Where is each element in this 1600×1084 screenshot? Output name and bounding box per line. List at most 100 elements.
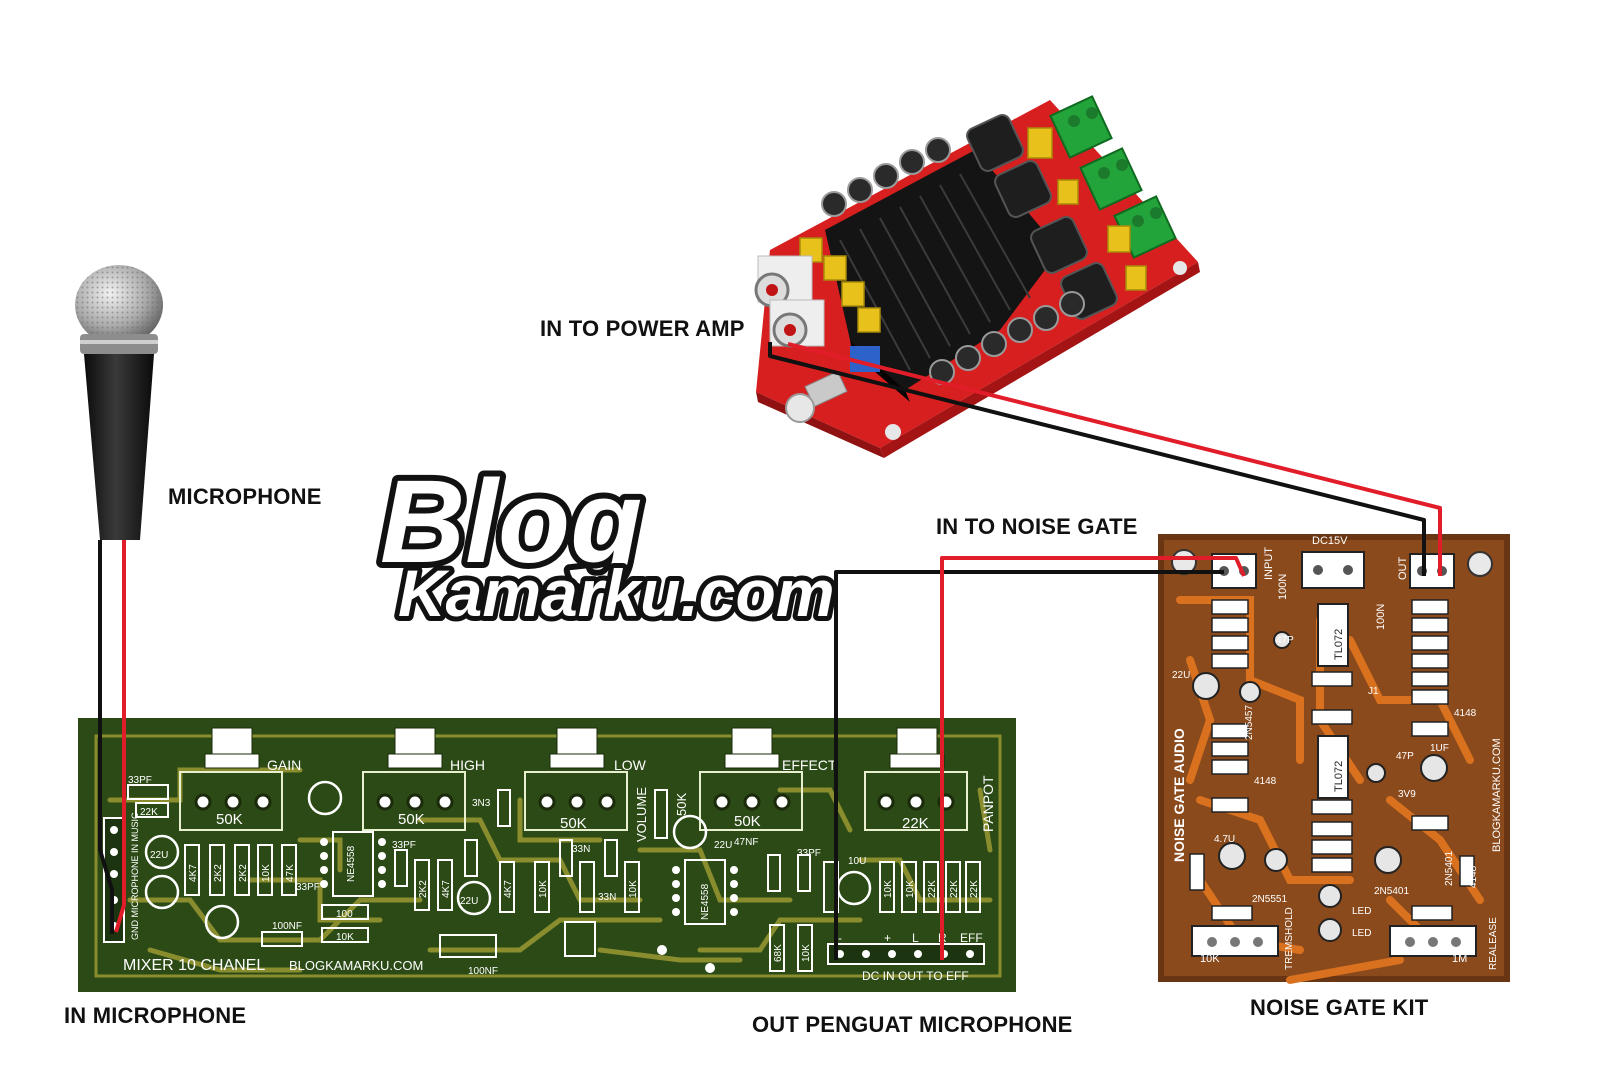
wire-amp-black <box>768 342 1426 576</box>
part-label: 1UF <box>1430 743 1449 754</box>
part-label: 33PF <box>128 775 152 786</box>
microphone <box>75 265 163 540</box>
microphone-label: MICROPHONE <box>168 484 322 509</box>
knob-high-label: HIGH <box>450 757 485 773</box>
part-label: 10K <box>883 880 894 898</box>
part-label: LED <box>1352 906 1371 917</box>
part-label: 10K <box>336 932 354 943</box>
part-label: 47P <box>1396 751 1414 762</box>
part-label: 68K <box>1416 603 1434 614</box>
part-label: 100 <box>336 909 353 920</box>
in-microphone-label: IN MICROPHONE <box>64 1003 247 1028</box>
part-label: 10K <box>905 880 916 898</box>
part-label: 4148 <box>1468 865 1479 888</box>
part-label: 1M <box>1422 819 1436 830</box>
out-pin-plus: + <box>884 931 891 945</box>
part-label: 47K <box>285 864 296 882</box>
part-label: 4K7 <box>1318 843 1336 854</box>
part-label: 47 <box>1226 909 1238 920</box>
power-amp-board <box>754 95 1200 458</box>
part-label: LED <box>1352 928 1371 939</box>
mixer-site: BLOGKAMARKU.COM <box>289 958 423 973</box>
part-label: 3N3 <box>472 798 491 809</box>
part-label: 1K <box>1222 639 1235 650</box>
knob-panpot-value: 22K <box>902 815 929 832</box>
part-label: 4K7 <box>503 880 514 898</box>
ng-ic1: TL072 <box>1333 629 1345 660</box>
part-label: 2K2 <box>418 880 429 898</box>
ng-input: INPUT <box>1263 547 1275 580</box>
part-label: 10K <box>261 864 272 882</box>
part-label: 1K <box>1322 714 1335 725</box>
in-power-amp-label: IN TO POWER AMP <box>540 316 745 341</box>
volume-value: 50K <box>674 793 689 816</box>
mixer-pcb: GAIN HIGH LOW EFFECT PANPOT 50K 50K 50K … <box>78 718 1016 992</box>
part-label: 220K <box>1214 727 1238 738</box>
knob-effect-value: 50K <box>734 813 761 830</box>
part-label: 100NF <box>272 921 302 932</box>
in-noise-gate-label: IN TO NOISE GATE <box>936 514 1138 539</box>
part-label: 22U <box>460 896 478 907</box>
part-label: 22U <box>1172 670 1190 681</box>
part-label: 47NF <box>734 837 758 848</box>
part-label: 2N5401 <box>1444 851 1455 886</box>
part-label: 4148 <box>1254 776 1277 787</box>
mixer-input-pins: GND MICROPHONE IN MUSIC <box>130 812 140 940</box>
part-label: 68K <box>773 944 784 962</box>
mixer-ic1: NE4558 <box>346 845 357 882</box>
out-pin-minus: - <box>838 931 842 945</box>
part-label: 10K <box>1424 909 1442 920</box>
part-label: 33N <box>572 844 590 855</box>
part-label: 22U <box>150 850 168 861</box>
wire-mic-red <box>114 540 126 933</box>
part-label: 10K <box>1416 693 1434 704</box>
wires <box>98 342 1442 960</box>
ng-realease: REALEASE <box>1488 917 1499 970</box>
part-label: 10K <box>538 880 549 898</box>
ng-side-right: BLOGKAMARKU.COM <box>1491 738 1503 852</box>
part-label: 22K <box>969 880 980 898</box>
logo-line1-fill: Blog <box>380 456 642 588</box>
mixer-ic2: NE4558 <box>700 883 711 920</box>
part-label: 10K <box>1194 866 1205 884</box>
part-label: 22K <box>140 807 158 818</box>
ng-out: OUT <box>1397 557 1409 581</box>
part-label: 4.7U <box>1214 834 1235 845</box>
part-label: 3K3 <box>1216 657 1234 668</box>
part-label: 3K3 <box>1416 675 1434 686</box>
part-label: 68K <box>1216 763 1234 774</box>
part-label: 100K <box>1318 676 1342 687</box>
blogkamarku-logo: Blog Blog Kamarku.com Kamarku.com <box>374 450 840 635</box>
knob-effect-label: EFFECT <box>782 757 837 773</box>
part-label: 33PF <box>296 882 320 893</box>
knob-low-label: LOW <box>614 757 647 773</box>
knob-gain-label: GAIN <box>267 757 301 773</box>
out-penguat-label: OUT PENGUAT MICROPHONE <box>752 1012 1073 1037</box>
ng-ic2: TL072 <box>1333 761 1345 792</box>
logo-line2-fill: Kamarku.com <box>398 556 835 630</box>
part-label: 2N5457 <box>1244 705 1255 740</box>
knob-panpot-label: PANPOT <box>980 775 996 832</box>
knob-high-value: 50K <box>398 811 425 828</box>
noise-gate-pcb: DC15V INPUT 100N OUT 100N TL072 TL072 NO… <box>1158 534 1510 984</box>
noise-gate-part-labels: 4733K1K3K347P22U2N5457100KJ11K68K10K1K33… <box>1172 603 1479 939</box>
part-label: 33N <box>598 892 616 903</box>
part-label: 2K2 <box>238 864 249 882</box>
ng-trim2-value: 1M <box>1452 953 1467 965</box>
part-label: 22K <box>1318 803 1336 814</box>
part-label: 2K2 <box>213 864 224 882</box>
ng-side-left: NOISE GATE AUDIO <box>1171 728 1187 862</box>
part-label: J1 <box>1368 686 1379 697</box>
part-label: 22K <box>949 880 960 898</box>
part-label: 22U <box>714 840 732 851</box>
part-label: 100NF <box>468 966 498 977</box>
ng-trim1-value: 10K <box>1200 953 1220 965</box>
logo-line2: Kamarku.com <box>398 556 835 630</box>
out-pin-eff: EFF <box>960 931 983 945</box>
volume-label: VOLUME <box>634 787 649 842</box>
part-label: 1K <box>1426 725 1439 736</box>
ng-100n-a: 100N <box>1277 574 1289 600</box>
knob-low-value: 50K <box>560 815 587 832</box>
